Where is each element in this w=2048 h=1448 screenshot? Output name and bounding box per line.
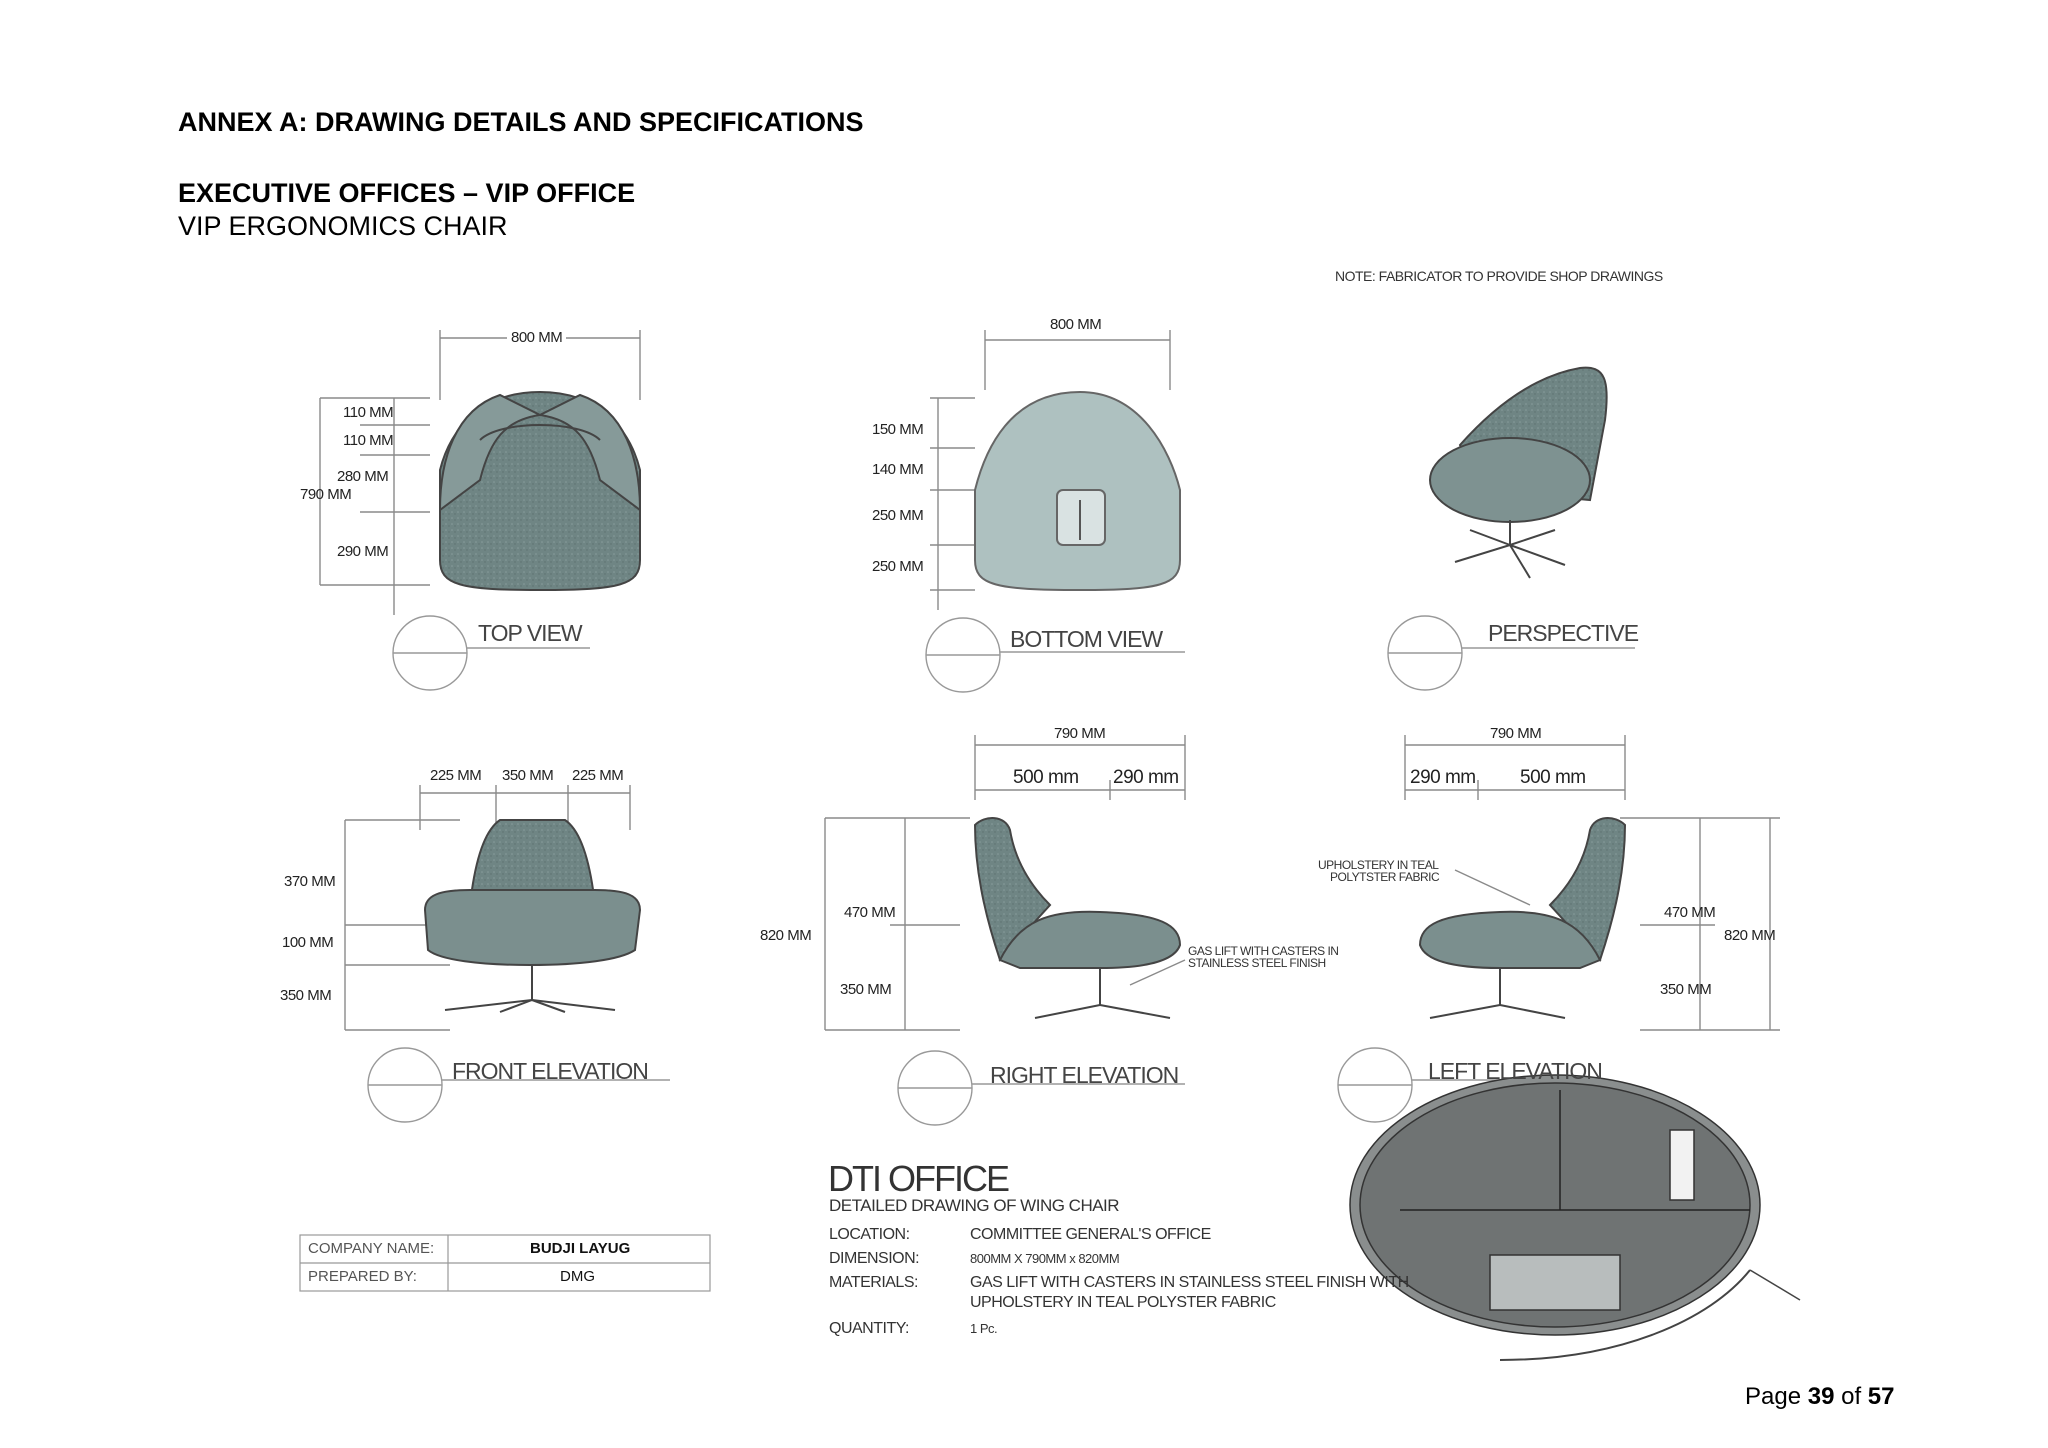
left-elevation-chair [1418,817,1627,1019]
spec-subtitle: DETAILED DRAWING OF WING CHAIR [829,1196,1120,1215]
left-elevation-title: LEFT ELEVATION [1428,1058,1603,1084]
right-elevation-chair [973,817,1182,1019]
perspective-chair [1429,366,1608,579]
fabricator-note: NOTE: FABRICATOR TO PROVIDE SHOP DRAWING… [1335,268,1663,284]
bottom-dim-3: 250 MM [872,507,924,524]
front-elevation-title: FRONT ELEVATION [452,1058,649,1084]
bottom-width-label: 800 MM [1046,316,1106,333]
front-height-3: 350 MM [280,987,332,1004]
top-dim-1: 110 MM [343,404,394,421]
location-label: LOCATION: [829,1226,910,1243]
materials-line-1: GAS LIFT WITH CASTERS IN STAINLESS STEEL… [970,1274,1409,1291]
page-middle: of [1834,1383,1868,1410]
quantity-label: QUANTITY: [829,1320,909,1337]
top-width-label: 800 MM [507,329,567,346]
front-width-3: 225 MM [572,767,624,784]
materials-label: MATERIALS: [829,1274,918,1291]
company-value: BUDJI LAYUG [530,1240,631,1257]
left-back-height: 470 MM [1664,904,1716,921]
right-back-depth: 290 mm [1113,767,1179,788]
top-dim-4: 290 MM [337,543,389,560]
bottom-dim-2: 140 MM [872,461,924,478]
page-number: Page 39 of 57 [1745,1383,1894,1411]
front-height-2: 100 MM [282,934,334,951]
right-seat-depth: 500 mm [1013,767,1079,788]
front-height-1: 370 MM [284,873,336,890]
prepared-label: PREPARED BY: [308,1268,417,1285]
top-dim-3: 280 MM [337,468,389,485]
perspective-title: PERSPECTIVE [1488,620,1639,646]
right-back-height: 470 MM [844,904,896,921]
right-depth: 790 MM [1050,725,1110,742]
bottom-view-title: BOTTOM VIEW [1010,626,1163,652]
left-seat-height: 350 MM [1660,981,1712,998]
gas-lift-callout-2: STAINLESS STEEL FINISH [1188,956,1326,970]
floor-plan [1349,1074,1801,1361]
front-width-2: 350 MM [502,767,554,784]
page-current: 39 [1807,1383,1835,1410]
office-title: DTI OFFICE [828,1158,1010,1199]
location-value: COMMITTEE GENERAL'S OFFICE [970,1226,1211,1243]
top-view-chair [438,390,642,592]
right-seat-height: 350 MM [840,981,892,998]
dimension-label: DIMENSION: [829,1250,920,1267]
bottom-view-chair [974,390,1181,592]
prepared-value: DMG [560,1268,595,1285]
left-height: 820 MM [1724,927,1776,944]
top-total-depth: 790 MM [300,486,352,503]
front-width-1: 225 MM [430,767,482,784]
bottom-dim-1: 150 MM [872,421,924,438]
front-elevation-chair [423,819,642,1013]
left-back-depth: 290 mm [1410,767,1476,788]
top-view-title: TOP VIEW [478,620,583,646]
upholstery-callout-1: UPHOLSTERY IN TEAL [1318,858,1439,872]
gas-lift-callout-1: GAS LIFT WITH CASTERS IN [1188,944,1339,958]
page-total: 57 [1867,1383,1895,1410]
page-prefix: Page [1745,1383,1808,1410]
annex-heading: ANNEX A: DRAWING DETAILS AND SPECIFICATI… [178,107,864,137]
dimension-value: 800MM X 790MM x 820MM [970,1251,1120,1266]
right-elevation-title: RIGHT ELEVATION [990,1062,1179,1088]
left-seat-depth: 500 mm [1520,767,1586,788]
left-depth: 790 MM [1486,725,1546,742]
bottom-dim-4: 250 MM [872,558,924,575]
right-height: 820 MM [760,927,812,944]
company-label: COMPANY NAME: [308,1240,435,1257]
section-heading: EXECUTIVE OFFICES – VIP OFFICE [178,178,636,208]
materials-line-2: UPHOLSTERY IN TEAL POLYSTER FABRIC [970,1294,1276,1311]
upholstery-callout-2: POLYTSTER FABRIC [1330,870,1440,884]
quantity-value: 1 Pc. [970,1321,998,1336]
top-dim-2: 110 MM [343,432,394,449]
item-heading: VIP ERGONOMICS CHAIR [178,211,508,241]
